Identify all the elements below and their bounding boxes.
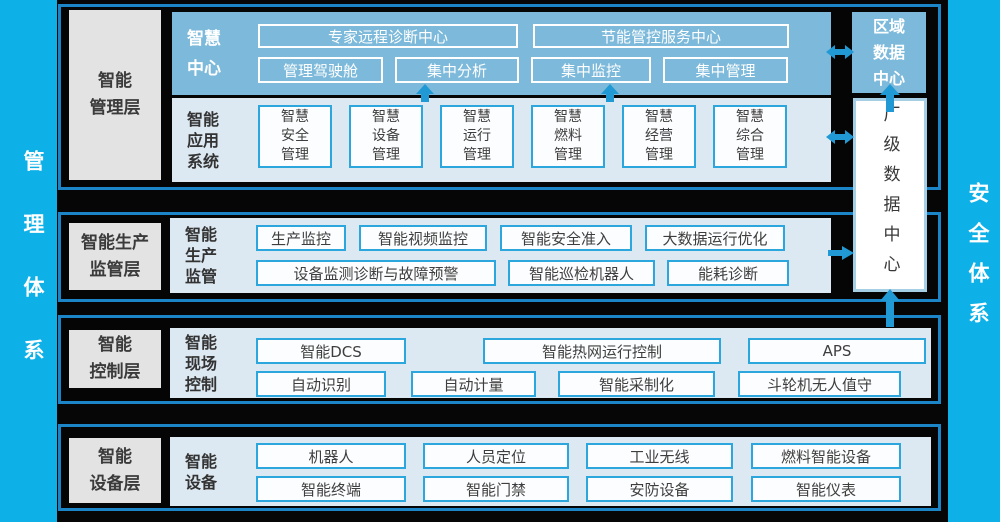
smart-device-panel: 智能 设备 机器人 人员定位 工业无线 燃料智能设备 智能终端 智能门禁 安防设… <box>170 437 931 506</box>
box-security-equipment: 安防设备 <box>586 476 733 502</box>
smart-center-panel: 智慧 中心 专家远程诊断中心 节能管控服务中心 管理驾驶舱 集中分析 集中监控 … <box>172 12 831 95</box>
layer-title-device: 智能 设备层 <box>69 438 161 503</box>
box-smart-coal-sampling: 智能采制化 <box>558 371 715 397</box>
box-smart-terminal: 智能终端 <box>256 476 406 502</box>
layer-title-production-supervision: 智能生产 监管层 <box>69 223 161 290</box>
regional-data-center-box: 区域 数据 中心 <box>852 12 926 93</box>
box-smart-safety-access: 智能安全准入 <box>500 225 632 251</box>
layer-title-line: 管理层 <box>89 98 141 118</box>
left-cyan-strip <box>0 0 57 522</box>
box-production-monitoring: 生产监控 <box>256 225 346 251</box>
smart-center-label-line: 中心 <box>187 58 221 79</box>
right-arrow-supervision-plant-icon <box>828 245 854 261</box>
app-system-label-line: 系统 <box>187 151 220 171</box>
app-system-panel: 智能 应用 系统 智慧安全管理 智慧设备管理 智慧运行管理 智慧燃料管理 智慧经 <box>172 98 831 182</box>
box-smart-operation-management: 智慧运行管理 <box>440 105 514 168</box>
box-centralized-monitoring: 集中监控 <box>531 57 651 83</box>
layer-title-control: 智能 控制层 <box>69 330 161 388</box>
layer-title-line: 智能 <box>98 335 132 355</box>
up-arrow-plant-to-regional-icon <box>880 84 900 112</box>
box-smart-safety-management: 智慧安全管理 <box>258 105 332 168</box>
layer-title-line: 设备层 <box>89 473 141 494</box>
box-equipment-diagnosis-fault-warning: 设备监测诊断与故障预警 <box>256 260 496 286</box>
box-centralized-analysis: 集中分析 <box>395 57 519 83</box>
safety-system-vertical-label: 安全体系 <box>966 182 990 342</box>
box-automatic-identification: 自动识别 <box>256 371 386 397</box>
up-arrow-control-to-plant-icon <box>880 289 900 327</box>
management-system-vertical-label: 管理体系 <box>21 150 45 402</box>
box-big-data-operation-optimization: 大数据运行优化 <box>645 225 785 251</box>
smart-device-label: 智能 设备 <box>185 451 218 492</box>
box-smart-access-control: 智能门禁 <box>423 476 569 502</box>
layer-title-line: 智能 <box>98 71 132 91</box>
box-smart-video-surveillance: 智能视频监控 <box>359 225 487 251</box>
box-smart-dcs: 智能DCS <box>256 338 406 364</box>
field-control-label: 智能 现场 控制 <box>185 332 218 394</box>
box-centralized-management: 集中管理 <box>663 57 788 83</box>
box-aps: APS <box>748 338 926 364</box>
right-cyan-strip <box>948 0 1000 522</box>
box-industrial-wireless: 工业无线 <box>586 443 733 469</box>
box-unmanned-bucket-wheel-machine: 斗轮机无人值守 <box>738 371 901 397</box>
box-smart-comprehensive-management: 智慧综合管理 <box>713 105 787 168</box>
app-system-label: 智能 应用 系统 <box>172 98 258 182</box>
box-robot: 机器人 <box>256 443 406 469</box>
box-smart-business-management: 智慧经营管理 <box>622 105 696 168</box>
box-fuel-smart-equipment: 燃料智能设备 <box>751 443 901 469</box>
layer-title-line: 监管层 <box>89 259 141 280</box>
box-smart-equipment-management: 智慧设备管理 <box>349 105 423 168</box>
box-smart-heat-network-control: 智能热网运行控制 <box>483 338 721 364</box>
layer-title-line: 智能 <box>98 446 132 467</box>
up-arrow-to-centralized-analysis-icon <box>416 84 434 102</box>
production-supervision-panel: 智能 生产 监管 生产监控 智能视频监控 智能安全准入 大数据运行优化 设备监测… <box>170 218 831 293</box>
plant-data-center-label: 厂级数据中心 <box>879 105 900 285</box>
box-personnel-positioning: 人员定位 <box>423 443 569 469</box>
box-smart-instrument: 智能仪表 <box>751 476 901 502</box>
box-energy-saving-control-service-center: 节能管控服务中心 <box>533 24 789 48</box>
layer-title-management: 智能 管理层 <box>69 10 161 180</box>
plant-data-center-box: 厂级数据中心 <box>853 98 927 292</box>
layer-title-line: 控制层 <box>89 362 141 382</box>
double-arrow-app-system-plant-icon <box>826 129 854 145</box>
app-system-label-line: 应用 <box>187 130 220 150</box>
field-control-panel: 智能 现场 控制 智能DCS 智能热网运行控制 APS 自动识别 自动计量 智能… <box>170 328 931 398</box>
production-supervision-label: 智能 生产 监管 <box>185 225 218 286</box>
smart-center-label-line: 智慧 <box>187 28 221 49</box>
layer-title-line: 智能生产 <box>81 232 149 253</box>
box-management-cockpit: 管理驾驶舱 <box>258 57 383 83</box>
box-expert-remote-diagnosis-center: 专家远程诊断中心 <box>258 24 518 48</box>
box-smart-inspection-robot: 智能巡检机器人 <box>508 260 655 286</box>
box-automatic-metering: 自动计量 <box>411 371 536 397</box>
double-arrow-smart-center-regional-icon <box>826 44 854 60</box>
up-arrow-to-centralized-monitoring-icon <box>601 84 619 102</box>
box-energy-consumption-diagnosis: 能耗诊断 <box>667 260 789 286</box>
box-smart-fuel-management: 智慧燃料管理 <box>531 105 605 168</box>
app-system-label-line: 智能 <box>187 109 220 129</box>
smart-center-label: 智慧 中心 <box>172 12 258 95</box>
